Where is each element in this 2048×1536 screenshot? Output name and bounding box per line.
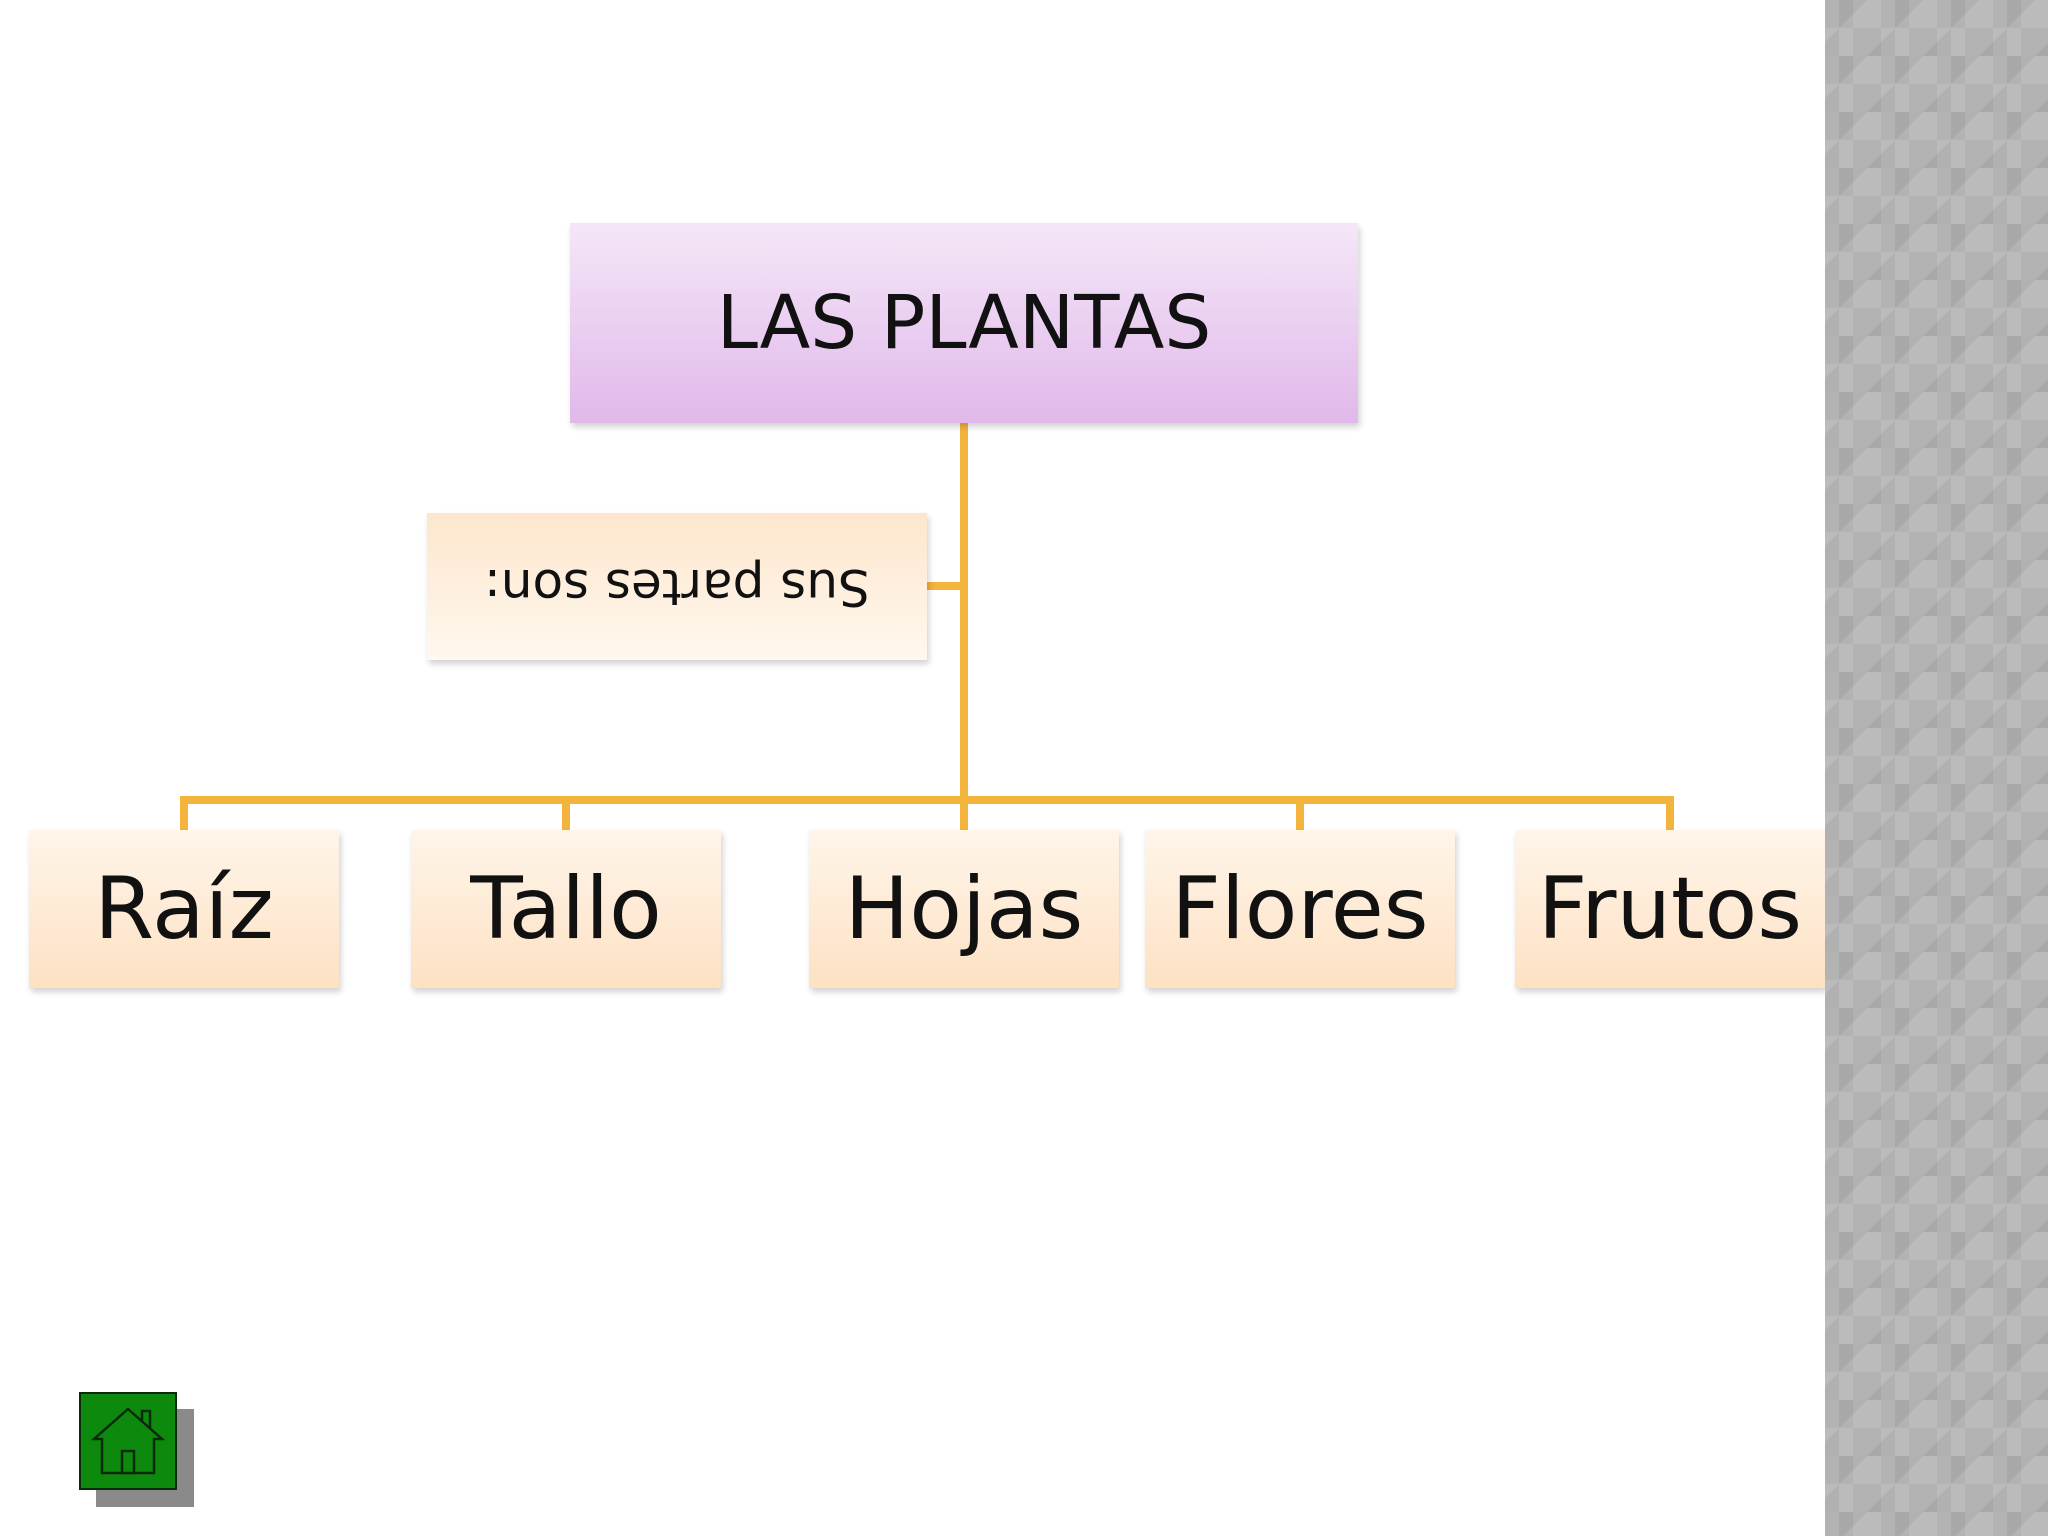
- part-label: Frutos: [1537, 859, 1803, 959]
- part-node-hojas: Hojas: [809, 830, 1119, 988]
- note-label: Sus partes son:: [484, 557, 870, 616]
- part-label: Tallo: [470, 859, 662, 959]
- part-node-raiz: Raíz: [29, 830, 339, 988]
- connector-lines: [180, 419, 1674, 834]
- note-node: Sus partes son:: [427, 513, 927, 660]
- part-node-flores: Flores: [1145, 830, 1455, 988]
- part-node-frutos: Frutos: [1515, 830, 1825, 988]
- root-label: LAS PLANTAS: [716, 280, 1212, 366]
- part-label: Hojas: [844, 859, 1084, 959]
- root-node: LAS PLANTAS: [570, 223, 1358, 423]
- decorative-side-panel: [1825, 0, 2048, 1536]
- part-node-tallo: Tallo: [411, 830, 721, 988]
- part-label: Raíz: [94, 859, 274, 959]
- home-icon: [90, 1407, 166, 1475]
- part-label: Flores: [1171, 859, 1429, 959]
- slide: LAS PLANTAS Sus partes son: Raíz Tallo H…: [29, 223, 1825, 1507]
- home-button[interactable]: [79, 1392, 177, 1490]
